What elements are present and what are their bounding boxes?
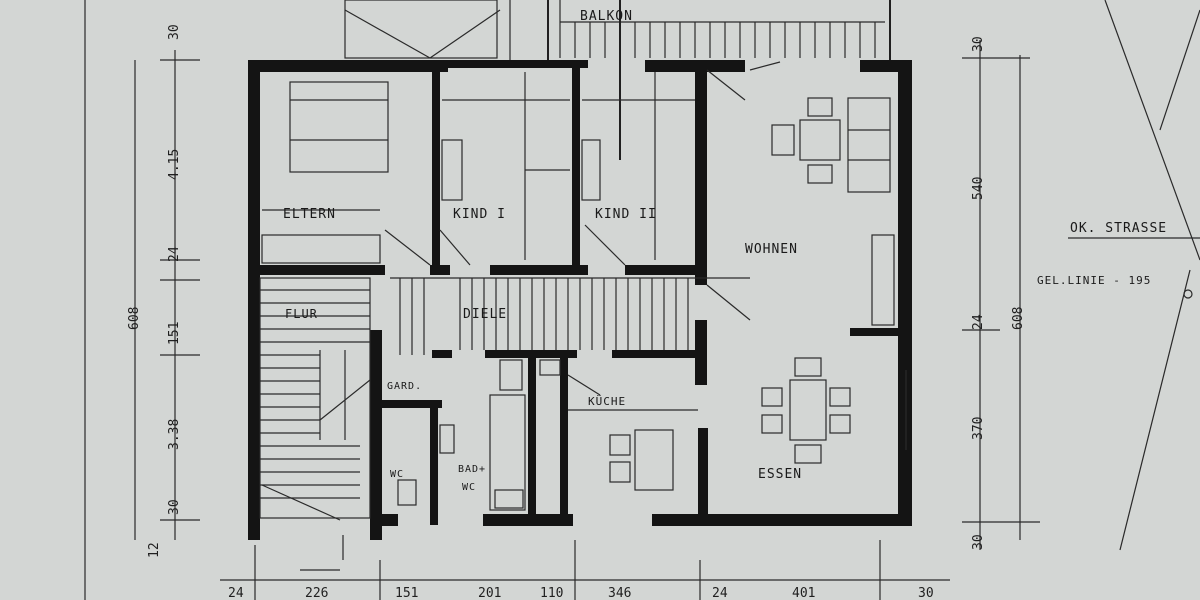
dim-bottom-110: 110 — [540, 586, 563, 600]
dim-left-151: 151 — [167, 322, 182, 345]
bottom-dimension-chain: 24 226 151 201 110 346 24 401 30 — [220, 535, 950, 600]
dim-bottom-201: 201 — [478, 586, 501, 600]
dim-right-540: 540 — [971, 177, 986, 200]
kind1-furniture — [441, 72, 570, 260]
dim-bottom-24: 24 — [228, 586, 244, 600]
left-dimension-chain: 30 4.15 24 151 608 3.38 30 12 — [84, 0, 200, 600]
room-label-kueche: KÜCHE — [588, 395, 626, 408]
wohnen-furniture — [706, 61, 907, 464]
dim-right-370: 370 — [971, 417, 986, 440]
room-label-kind-1: KIND I — [453, 207, 506, 222]
dim-right-24: 24 — [971, 314, 986, 330]
right-dimension-chain: 30 540 24 608 370 30 — [962, 36, 1040, 550]
dim-bottom-30: 30 — [918, 586, 934, 600]
dim-bottom-401: 401 — [792, 586, 815, 600]
balcony — [547, 0, 891, 160]
street-annotations: OK. STRASSE GEL.LINIE - 195 — [1037, 0, 1200, 551]
room-label-bad-wc: WC — [462, 482, 476, 493]
dim-left-415: 4.15 — [167, 149, 182, 180]
kueche-fixtures — [539, 359, 698, 491]
upper-window-frames — [344, 0, 511, 60]
bad-fixtures — [397, 359, 526, 511]
dim-right-608: 608 — [1011, 307, 1026, 330]
room-label-kind-2: KIND II — [595, 207, 657, 222]
dim-bottom-24b: 24 — [712, 586, 728, 600]
room-labels: BALKON ELTERN KIND I KIND II WOHNEN FLUR… — [283, 9, 802, 493]
diele-floor-hatching — [384, 224, 751, 355]
room-label-diele: DIELE — [463, 307, 507, 322]
staircase — [259, 277, 371, 521]
dim-bottom-226: 226 — [305, 586, 328, 600]
dim-bottom-151: 151 — [395, 586, 418, 600]
room-label-balkon: BALKON — [580, 9, 633, 24]
dim-left-12: 12 — [147, 542, 162, 558]
room-label-essen: ESSEN — [758, 467, 802, 482]
interior-walls — [260, 60, 900, 540]
room-label-wohnen: WOHNEN — [745, 242, 798, 257]
dim-left-24: 24 — [167, 246, 182, 262]
dim-bottom-346: 346 — [608, 586, 631, 600]
kind2-furniture — [581, 72, 695, 260]
gel-linie-label: GEL.LINIE - 195 — [1037, 274, 1151, 287]
room-label-bad: BAD+ — [458, 464, 486, 475]
outer-walls — [248, 60, 912, 540]
dim-right-30-bottom: 30 — [971, 534, 986, 550]
room-label-flur: FLUR — [285, 307, 318, 321]
dim-left-30-bottom: 30 — [167, 499, 182, 515]
dim-right-30-top: 30 — [971, 36, 986, 52]
room-label-gard: GARD. — [387, 381, 422, 392]
dim-left-30-top: 30 — [167, 24, 182, 40]
ok-strasse-label: OK. STRASSE — [1070, 221, 1167, 236]
room-label-eltern: ELTERN — [283, 207, 336, 222]
room-label-wc: WC — [390, 469, 404, 480]
eltern-furniture — [261, 81, 389, 264]
dim-left-338: 3.38 — [167, 419, 182, 450]
dim-left-608: 608 — [127, 307, 142, 330]
